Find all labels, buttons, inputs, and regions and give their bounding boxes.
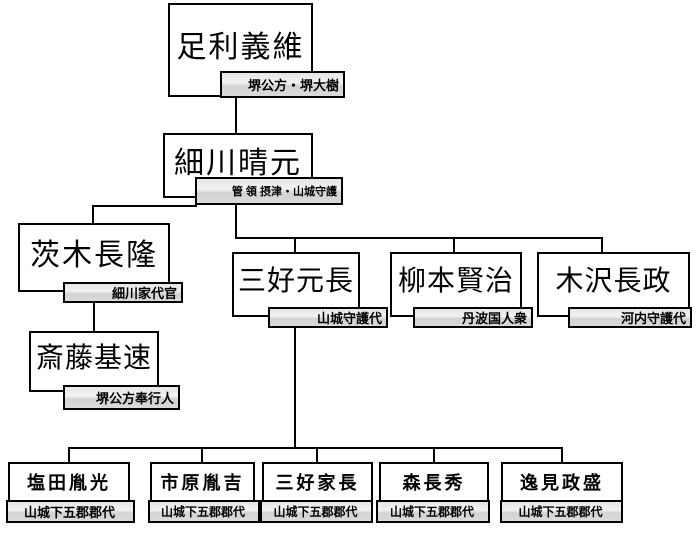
connector-line [601,237,603,253]
node-hosokawa-harumoto: 細川晴元 [163,133,313,198]
person-name: 三好家長 [275,473,360,493]
node-ichihara-taneyoshi: 市原胤吉 [150,462,255,502]
node-miyoshi-ienaga: 三好家長 [262,462,373,502]
connector-line [68,447,563,449]
connector-line [294,237,296,253]
connector-line [235,204,237,239]
role-badge: 山城下五郡郡代 [260,500,373,523]
person-name: 森長秀 [402,473,466,493]
role-badge: 山城下五郡郡代 [148,500,260,523]
person-name: 柳本賢治 [397,265,514,297]
role-badge: 山城下五郡郡代 [376,500,490,523]
person-name: 市原胤吉 [160,473,245,493]
person-name: 塩田胤光 [27,473,111,493]
role-badge: 堺公方・堺大樹 [220,71,345,98]
person-name: 木沢長政 [555,265,672,297]
person-name: 細川晴元 [174,146,302,180]
connector-line [68,447,70,463]
role-badge: 河内守護代 [568,307,692,328]
role-badge: 丹波国人衆 [413,307,533,328]
connector-line [92,205,197,207]
role-badge: 管 領 摂津・山城守護 [195,177,343,205]
connector-line [201,447,203,463]
person-name: 足利義維 [176,31,305,64]
node-mori-nagahide: 森長秀 [379,462,489,502]
person-name: 逸見政盛 [520,473,604,493]
connector-line [294,327,296,449]
connector-line [561,447,563,463]
connector-line [433,447,435,463]
connector-line [93,301,95,332]
role-badge: 細川家代官 [63,282,183,303]
role-badge: 堺公方奉行人 [63,385,180,410]
person-name: 斎藤基速 [35,342,152,374]
connector-line [92,205,94,224]
role-badge: 山城守護代 [268,307,388,328]
connector-line [316,447,318,463]
node-ibaraki-nagataka: 茨木長隆 [18,223,170,292]
node-saito-motohaya: 斎藤基速 [29,331,159,392]
role-badge: 山城下五郡郡代 [6,500,135,523]
connector-line [235,237,603,239]
person-name: 三好元長 [237,265,354,297]
connector-line [453,237,455,253]
node-henmi-masamori: 逸見政盛 [501,462,623,502]
person-name: 茨木長隆 [30,238,158,272]
role-badge: 山城下五郡郡代 [500,500,623,523]
connector-line [235,97,237,134]
node-shioda-tanemitsu: 塩田胤光 [8,462,130,502]
